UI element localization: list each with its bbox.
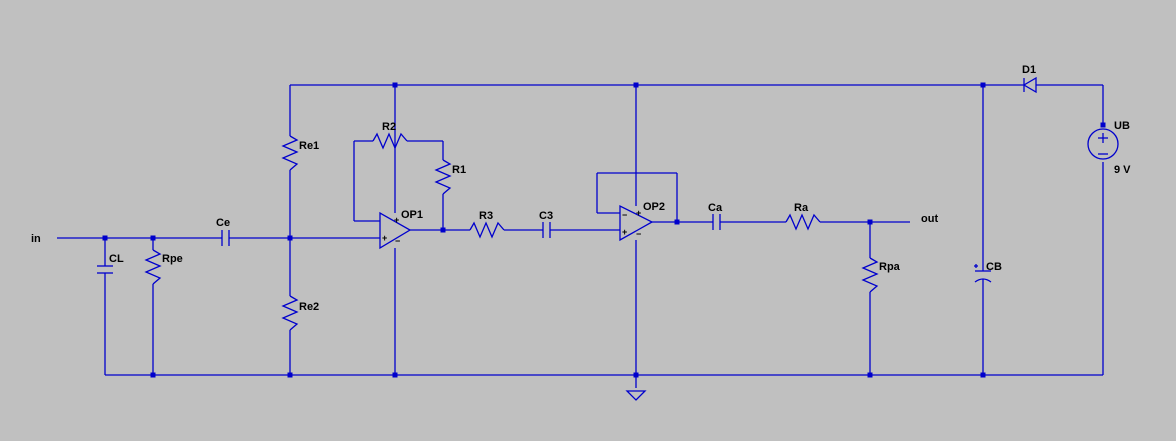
label-r3: R3 [479, 210, 493, 222]
ground-icon [625, 390, 647, 401]
label-out: out [921, 213, 938, 225]
label-ra: Ra [794, 202, 809, 214]
voltage-source-ub [1087, 128, 1119, 160]
label-op1: OP1 [401, 209, 423, 221]
resistor-ra [785, 213, 821, 231]
label-r1: R1 [452, 164, 466, 176]
resistor-rpe [144, 249, 162, 285]
resistor-rpa [861, 257, 879, 293]
capacitor-ca [712, 214, 721, 230]
capacitor-ce [221, 230, 230, 246]
capacitor-c3 [542, 222, 551, 238]
label-r2: R2 [382, 121, 396, 133]
label-rpa: Rpa [879, 261, 901, 273]
resistor-r3 [469, 221, 505, 239]
label-c3: C3 [539, 210, 553, 222]
label-cl: CL [109, 253, 124, 265]
resistor-r1 [434, 159, 452, 195]
label-d1: D1 [1022, 64, 1036, 76]
capacitor-cb [974, 264, 992, 283]
op2-inv-sign: − [622, 210, 627, 220]
resistor-re2 [281, 295, 299, 331]
op2-noninv-sign: + [622, 227, 627, 237]
capacitor-cl [97, 265, 113, 274]
label-in: in [31, 233, 41, 245]
label-ub: UB [1114, 120, 1130, 132]
junctions [102, 82, 1106, 378]
wires [57, 84, 1104, 388]
label-cb: CB [986, 261, 1002, 273]
label-op2: OP2 [643, 201, 665, 213]
label-re2: Re2 [299, 301, 319, 313]
opamp-op1: + + − [379, 211, 412, 250]
op2-plus-sign: + [636, 208, 641, 218]
op1-minus-sign: − [395, 236, 400, 246]
resistor-re1 [281, 135, 299, 171]
label-ub-value: 9 V [1114, 164, 1131, 176]
resistor-r2 [372, 132, 408, 150]
label-ce: Ce [216, 217, 230, 229]
op1-plus-sign: + [394, 215, 399, 225]
label-re1: Re1 [299, 140, 319, 152]
label-rpe: Rpe [162, 253, 183, 265]
op1-noninv-sign: + [382, 233, 387, 243]
opamp-op2: − + + − [619, 204, 654, 242]
op2-minus-sign: − [636, 229, 641, 239]
diode-d1 [1022, 76, 1037, 94]
labels: in CL Rpe Ce Re1 Re2 R2 R1 OP1 R3 C3 OP2… [31, 64, 1131, 313]
label-ca: Ca [708, 202, 723, 214]
